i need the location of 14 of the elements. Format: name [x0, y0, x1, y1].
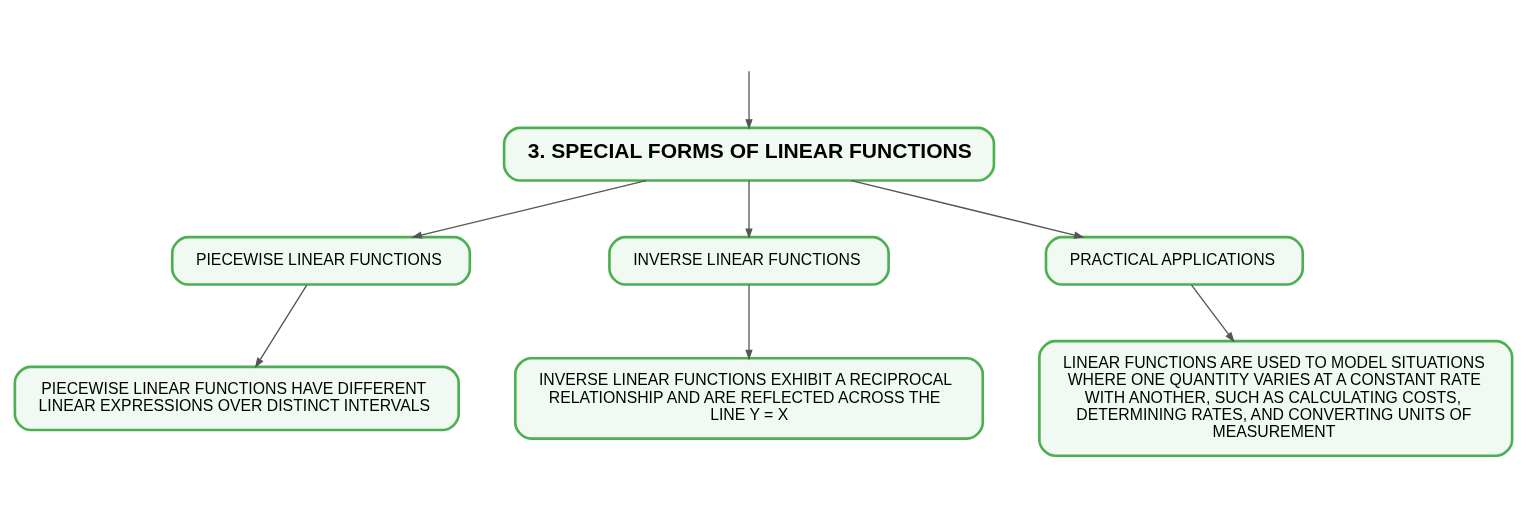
node-box: INVERSE LINEAR FUNCTIONS [608, 235, 890, 286]
node-box: PIECEWISE LINEAR FUNCTIONS HAVE DIFFERENT LINEAR EXPRESSIONS OVER DISTINCT INTERVALS [13, 365, 460, 432]
arrow [411, 179, 647, 239]
arrow [745, 284, 753, 361]
arrow [745, 180, 753, 240]
arrow [1190, 284, 1235, 343]
arrow [850, 179, 1085, 239]
node-box: PIECEWISE LINEAR FUNCTIONS [170, 235, 472, 286]
node-box: LINEAR FUNCTIONS ARE USED TO MODEL SITUATIONS WHERE ONE QUANTITY VARIES AT A CONSTANT RATE WITH ANOTHER, SUCH AS CALCULATING COSTS, DETERMINING RATES, AND CONVERTING UNITS OF MEASUREMENT [1038, 339, 1514, 458]
node-box: 3. SPECIAL FORMS OF LINEAR FUNCTIONS [502, 126, 996, 182]
node-box: INVERSE LINEAR FUNCTIONS EXHIBIT A RECIPROCAL RELATIONSHIP AND ARE REFLECTED ACROSS THE LINE Y = X [513, 356, 985, 440]
arrow [745, 70, 753, 130]
arrow [254, 284, 308, 369]
node-box: PRACTICAL APPLICATIONS [1044, 235, 1305, 286]
